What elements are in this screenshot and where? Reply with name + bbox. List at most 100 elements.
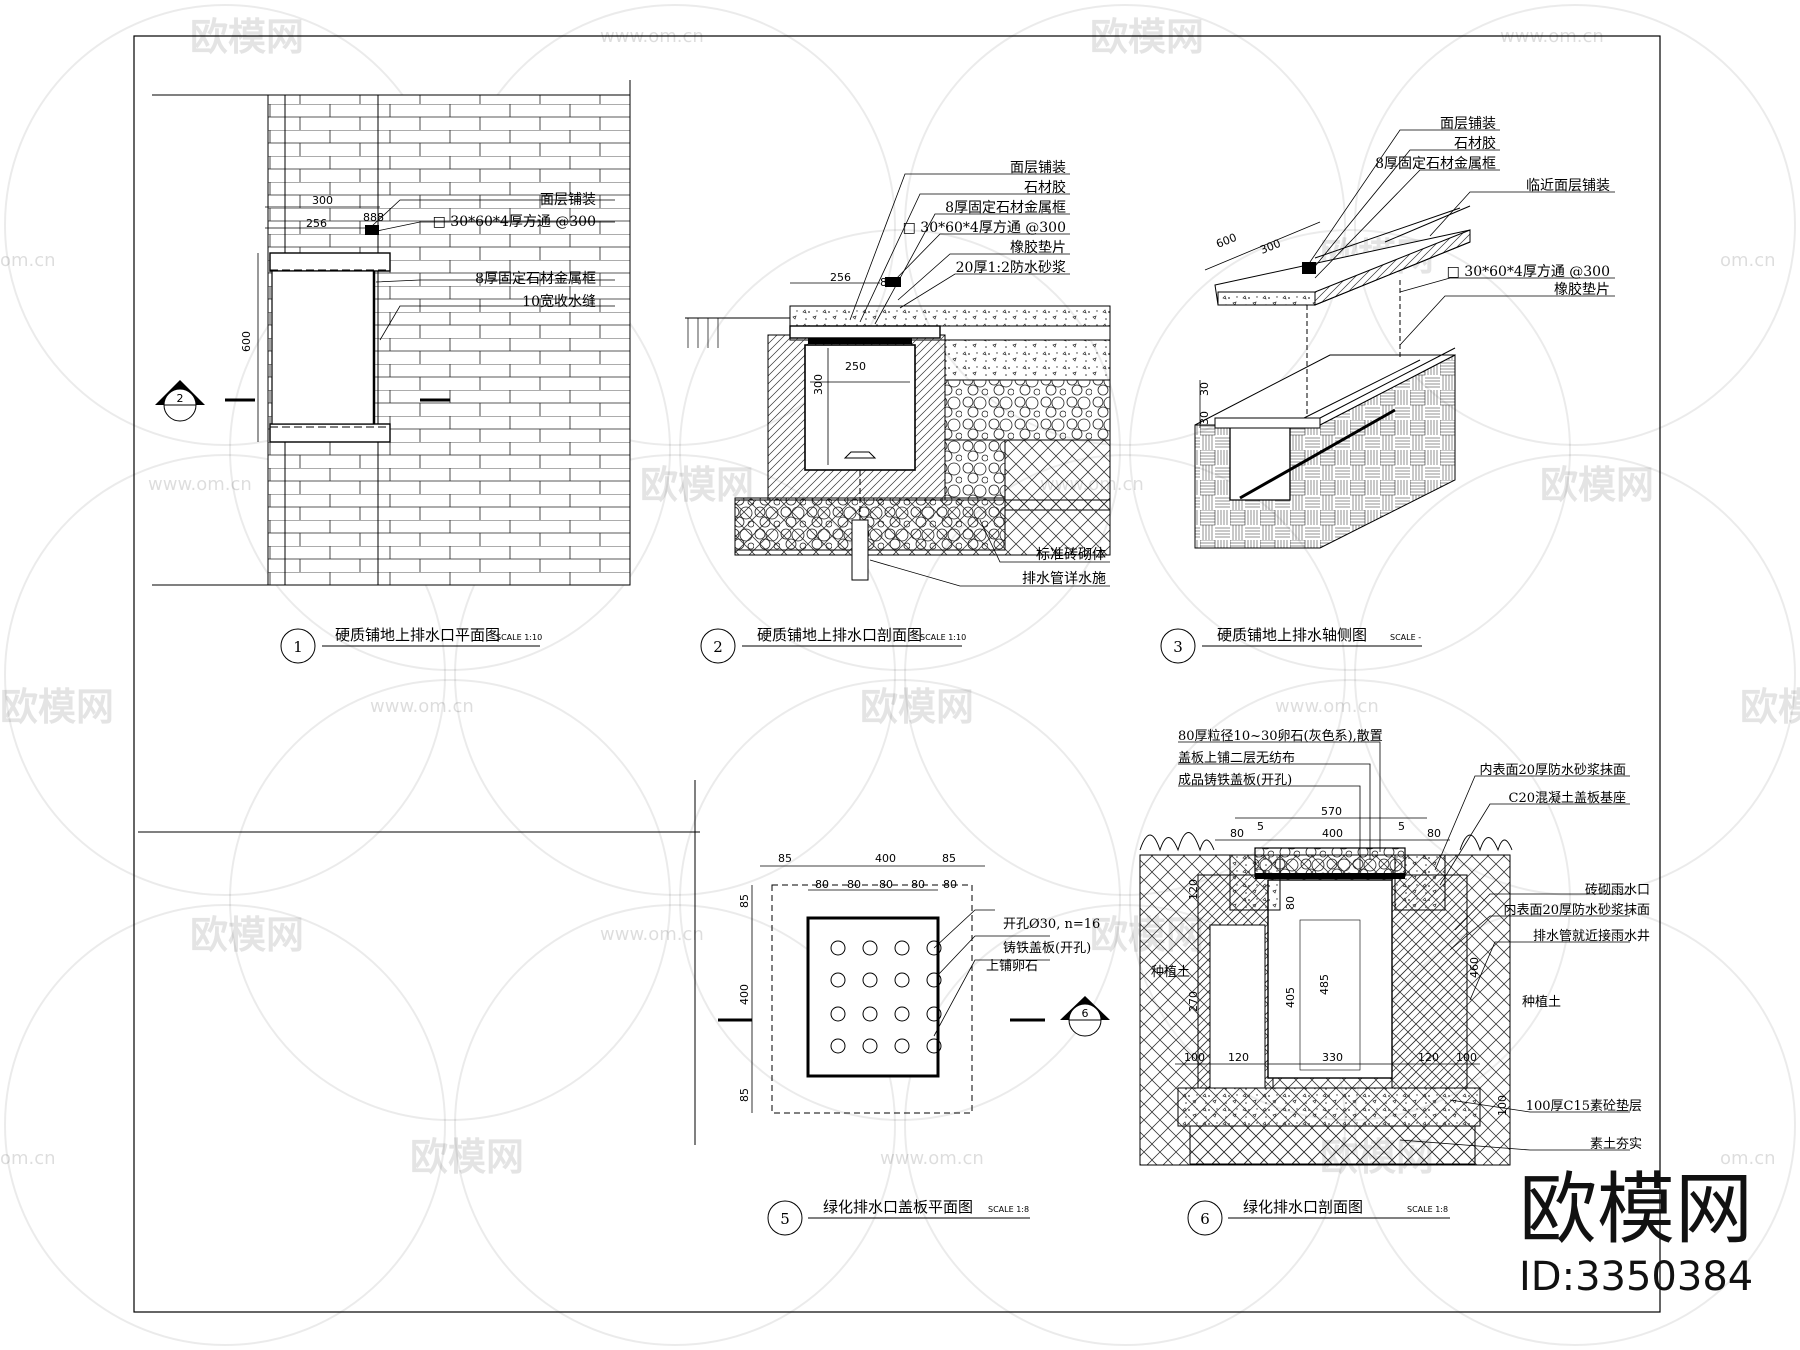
note-label: 排水管就近接雨水井 [1533, 928, 1650, 944]
dim-label: 100 [1496, 1095, 1509, 1116]
dim-label: 120 [1228, 1051, 1249, 1064]
detail-title: 绿化排水口盖板平面图 [823, 1198, 973, 1216]
dim-label: 570 [1321, 805, 1342, 818]
dim-label: 100 [1184, 1051, 1205, 1064]
note-label: 成品铸铁盖板(开孔) [1178, 772, 1292, 788]
detail-number: 1 [293, 638, 303, 656]
detail-number: 3 [1173, 638, 1183, 656]
detail-scale: SCALE 1:8 [988, 1205, 1029, 1214]
note-label: 8厚固定石材金属框 [1375, 156, 1496, 172]
note-label: 临近面层铺装 [1526, 178, 1610, 194]
watermark-url: www.om.cn [600, 924, 704, 945]
section-mark-label: 2 [177, 392, 184, 405]
detail-6-title: 6 绿化排水口剖面图 SCALE 1:8 [1187, 1198, 1450, 1236]
note-label: 排水管详水施 [1022, 571, 1106, 587]
detail-number: 2 [713, 638, 723, 656]
detail-1-plan: 300 256 600 888 面层铺装 □ 30*60*4厚方通 @300 8… [152, 80, 631, 586]
detail-3-title: 3 硬质铺地上排水轴侧图 SCALE - [1160, 626, 1422, 664]
note-label: 铸铁盖板(开孔) [1003, 940, 1091, 956]
section-mark-label: 6 [1082, 1007, 1089, 1020]
detail-number: 5 [780, 1210, 790, 1228]
detail-title: 绿化排水口剖面图 [1243, 1198, 1363, 1216]
dim-label: 85 [942, 852, 956, 865]
dim-label: 80 [1284, 896, 1297, 910]
sheet-border [133, 35, 1661, 1313]
note-label: 盖板上铺二层无纺布 [1178, 751, 1295, 766]
detail-3-axonometric: 600 300 30 30 面层铺装 石材胶 8厚固定石材金属框 临近面层铺装 … [1194, 116, 1615, 549]
note-label: 开孔Ø30, n=16 [1003, 917, 1100, 932]
dim-label: 80 [1230, 827, 1244, 840]
detail-title: 硬质铺地上排水口平面图 [335, 626, 500, 644]
brand-stamp: 欧模网 ID:3350384 [1519, 1165, 1753, 1300]
note-label: 20厚1:2防水砂浆 [956, 260, 1066, 276]
note-label: 8厚固定石材金属框 [475, 271, 596, 287]
watermark-url: www.om.cn [1275, 696, 1379, 717]
dim-label: 80 [879, 878, 893, 891]
watermark-logo: 欧模网 [190, 15, 304, 59]
note-label: 标准砖砌体 [1036, 547, 1106, 563]
detail-title: 硬质铺地上排水口剖面图 [757, 626, 922, 644]
dim-label: 485 [1318, 974, 1331, 995]
note-label: 100厚C15素砼垫层 [1526, 1098, 1642, 1114]
watermark-logo: 欧模网 [1090, 15, 1204, 59]
detail-scale: SCALE 1:8 [1407, 1205, 1448, 1214]
note-label: 面层铺装 [1440, 116, 1496, 132]
watermark-url: om.cn [1720, 1148, 1776, 1169]
dim-label: 405 [1284, 987, 1297, 1008]
note-label: 10宽收水缝 [522, 293, 596, 310]
dim-label: 85 [738, 1088, 751, 1102]
dim-label: 256 [830, 271, 851, 284]
dim-label: 460 [1468, 957, 1481, 978]
note-label: 上铺卵石 [986, 959, 1038, 974]
note-label: □ 30*60*4厚方通 @300 [1447, 264, 1610, 280]
dim-label: 80 [815, 878, 829, 891]
note-label: 橡胶垫片 [1554, 281, 1610, 298]
note-label: 种植土 [1151, 965, 1190, 980]
dim-label: 85 [778, 852, 792, 865]
note-label: 石材胶 [1024, 179, 1066, 196]
detail-6-section: 570 80 5 400 5 80 80 120 270 405 485 100… [1139, 728, 1650, 1166]
watermark-url: www.om.cn [880, 1148, 984, 1169]
dim-label: 120 [1187, 879, 1200, 900]
brand-id: ID:3350384 [1519, 1254, 1753, 1300]
dim-label: 250 [845, 360, 866, 373]
note-label: 橡胶垫片 [1010, 239, 1066, 256]
dim-label: 888 [363, 211, 384, 224]
watermark-url: om.cn [0, 250, 56, 271]
note-label: 砖砌雨水口 [1585, 883, 1650, 898]
brand-name: 欧模网 [1519, 1165, 1753, 1255]
detail-scale: SCALE 1:10 [496, 633, 542, 642]
dim-label: 30 [1198, 411, 1211, 425]
watermark-logo: 欧模网 [1540, 463, 1654, 507]
dim-label: 80 [911, 878, 925, 891]
detail-2-section: 256 250 300 888 面层铺装 石材胶 8厚固定石材金属框 □ 30*… [685, 160, 1111, 587]
detail-1-title: 1 硬质铺地上排水口平面图 SCALE 1:10 [280, 626, 542, 664]
dim-label: 80 [943, 878, 957, 891]
note-label: 石材胶 [1454, 135, 1496, 152]
note-label: 面层铺装 [1010, 160, 1066, 176]
dim-label: 85 [738, 894, 751, 908]
detail-scale: SCALE 1:10 [920, 633, 966, 642]
dim-label: 5 [1398, 820, 1405, 833]
detail-scale: SCALE - [1390, 633, 1421, 642]
note-label: C20混凝土盖板基座 [1509, 790, 1627, 806]
note-label: 种植土 [1522, 995, 1561, 1010]
dim-label: 330 [1322, 1051, 1343, 1064]
note-label: 内表面20厚防水砂浆抹面 [1479, 762, 1626, 778]
dim-label: 400 [1322, 827, 1343, 840]
dim-label: 400 [875, 852, 896, 865]
dim-label: 80 [847, 878, 861, 891]
dim-label: 120 [1418, 1051, 1439, 1064]
dim-label: 300 [1258, 237, 1282, 257]
watermark-logo: 欧模网 [410, 1135, 524, 1179]
watermark-url: www.om.cn [370, 696, 474, 717]
watermark-logo: 欧模网 [1740, 685, 1800, 729]
watermark-url: om.cn [1720, 250, 1776, 271]
detail-2-title: 2 硬质铺地上排水口剖面图 SCALE 1:10 [700, 626, 966, 664]
note-label: □ 30*60*4厚方通 @300 [433, 214, 596, 230]
watermark-logo: 欧模网 [860, 685, 974, 729]
dim-label: 100 [1456, 1051, 1477, 1064]
dim-label: 5 [1257, 820, 1264, 833]
dim-label: 300 [812, 374, 825, 395]
